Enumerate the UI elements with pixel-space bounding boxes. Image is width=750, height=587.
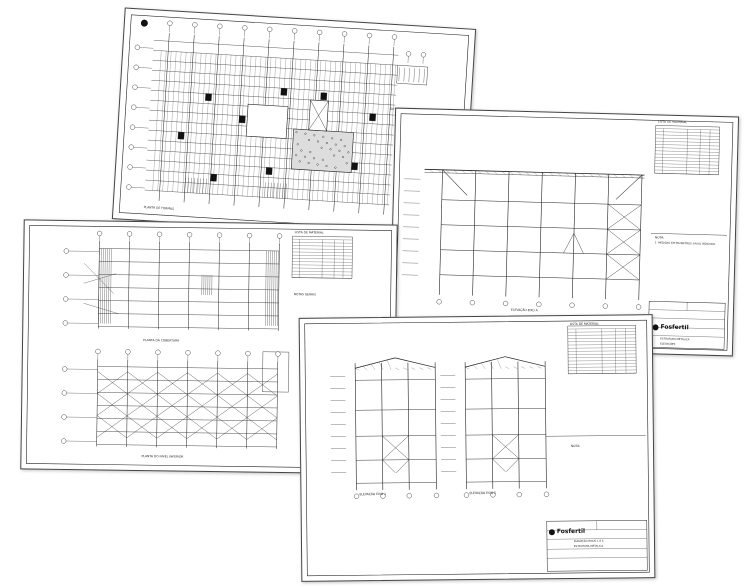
elevation-a-label: ELEVAÇÃO EIXO A xyxy=(510,307,538,313)
elevations-drawing xyxy=(304,319,650,577)
notes-title: NOTA: xyxy=(654,235,665,240)
material-list-title: LISTA DE MATERIAL xyxy=(657,119,688,125)
brand-name: Fosfertil xyxy=(556,527,586,536)
sheet-structural-plan[interactable]: PLANTA DE FORMAS DETALHE DO PILAR xyxy=(111,7,477,241)
notes-title: NOTAS GERAIS xyxy=(293,292,316,297)
brand-logo: Fosfertil xyxy=(652,323,689,332)
brand-logo: Fosfertil xyxy=(548,527,586,536)
plan-top-label: PLANTA DA COBERTURA xyxy=(143,338,180,343)
brand-icon xyxy=(652,323,659,331)
elevation-left-label: ELEVAÇÃO EIXO 1 xyxy=(359,491,387,497)
material-list-title: LISTA DE MATERIAL xyxy=(569,321,599,327)
plan-drawing xyxy=(118,14,470,234)
sheet-elevations-1-5[interactable]: LISTA DE MATERIAL ELEVAÇÃO EIXO 1 ELEVAÇ… xyxy=(298,314,656,582)
brand-icon xyxy=(548,528,555,535)
elevation-right-label: ELEVAÇÃO EIXO 5 xyxy=(469,490,497,496)
titleblock-title: ELEVAÇÃO EIXOS 1 E 5 xyxy=(573,539,604,543)
notes-title: NOTA: xyxy=(570,443,581,449)
plan-bottom-label: PLANTA DO NIVEL INFERIOR xyxy=(141,454,184,459)
brand-name: Fosfertil xyxy=(660,323,689,332)
material-list-title: LISTA DE MATERIAL xyxy=(294,230,324,235)
titleblock-sub: ESTRUTURA METALICA xyxy=(574,544,604,548)
titleblock-sub: ELEVAÇÕES xyxy=(660,342,676,346)
